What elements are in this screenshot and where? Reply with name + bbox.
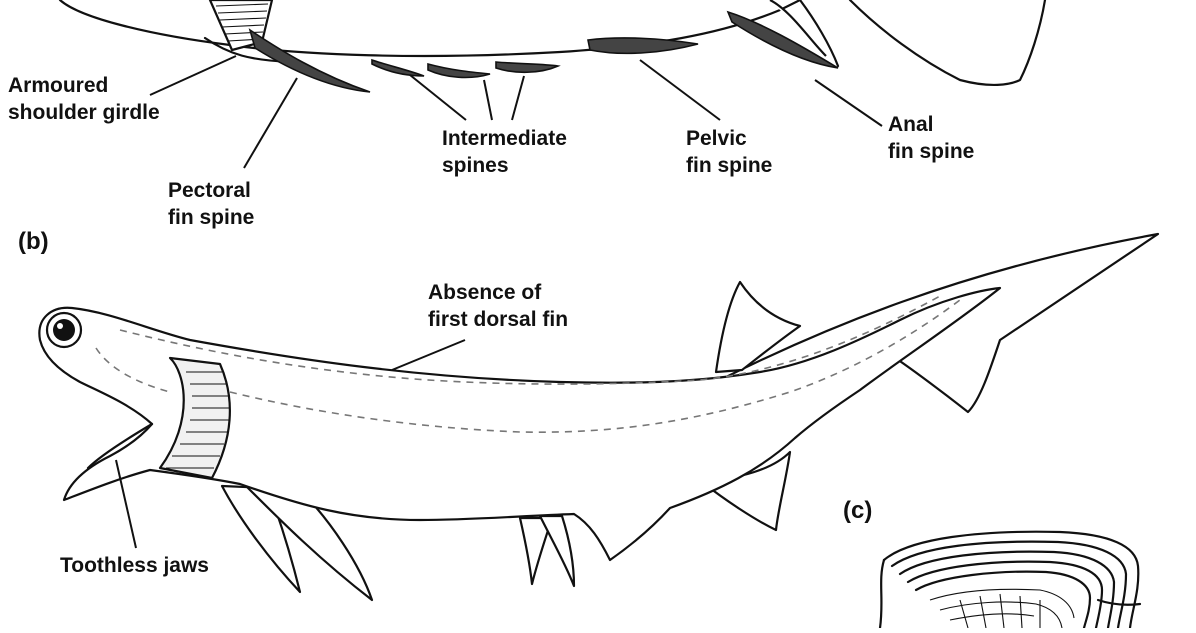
fish-a-anal-spine: [726, 10, 839, 69]
fish-b-gill-region: [158, 356, 231, 480]
fish-b-head-line: [95, 347, 171, 393]
label-toothless-jaws: Toothless jaws: [60, 554, 209, 577]
scale-c-inner-texture: [929, 588, 1075, 629]
scale-c-spur: [1096, 598, 1142, 606]
label-pectoral-line1: Pectoral: [168, 179, 251, 202]
label-pelvic-line1: Pelvic: [686, 127, 747, 150]
fish-b-dorsal-fin: [714, 280, 802, 374]
scale-c-illustration: [878, 530, 1142, 630]
label-dorsal-line2: first dorsal fin: [428, 308, 568, 331]
label-anal-line2: fin spine: [888, 140, 974, 163]
panel-c-label: (c): [843, 497, 872, 524]
fish-b-lateral-line-lower: [229, 299, 961, 433]
fish-a-pectoral-spine: [248, 28, 371, 93]
label-intermediate-line2: spines: [442, 154, 509, 177]
fish-b-mouth-line: [86, 422, 154, 470]
fish-b-anal-fin: [700, 450, 792, 532]
fish-a-pelvic-spine: [587, 37, 699, 55]
scale-c-ring-2: [890, 540, 1128, 630]
fish-b-illustration: [38, 232, 1160, 602]
fish-b-gill-hatching: [166, 371, 230, 469]
scale-c-ring-1: [882, 530, 1140, 630]
fish-b-eye-pupil: [53, 319, 75, 341]
fish-b-pectoral-fin-2: [244, 484, 374, 602]
fish-a-caudal-fin: [848, 0, 1047, 86]
fish-a-intermediate-spine-1: [371, 58, 425, 77]
label-anal-line1: Anal: [888, 113, 934, 136]
panel-b-label: (b): [18, 228, 49, 255]
fish-a-tail-base: [798, 0, 840, 68]
fish-b-eye-highlight: [57, 323, 63, 329]
fish-a-leader-lines: [149, 55, 883, 169]
fish-b-leader-lines: [115, 339, 466, 549]
fish-a-anal-fin-edge: [769, 0, 827, 57]
label-dorsal-line1: Absence of: [428, 281, 542, 304]
fish-b-body: [38, 286, 1002, 562]
scale-c-ring-4: [906, 560, 1104, 630]
fish-b-lateral-line-upper: [119, 295, 941, 385]
label-pectoral-line2: fin spine: [168, 206, 254, 229]
fish-b-pelvic-fin-2: [538, 514, 576, 588]
scale-c-ring-3: [898, 550, 1116, 630]
label-armoured-line1: Armoured: [8, 74, 108, 97]
scale-c-left-edge: [878, 558, 886, 630]
label-pelvic-line2: fin spine: [686, 154, 772, 177]
fish-a-intermediate-spine-3: [495, 61, 561, 74]
fish-a-body-outline: [58, 0, 802, 58]
scale-c-ring-5: [914, 570, 1092, 630]
fish-a-illustration: [58, 0, 1047, 93]
fish-a-intermediate-spine-2: [427, 62, 491, 79]
label-armoured-line2: shoulder girdle: [8, 101, 160, 124]
label-intermediate-line1: Intermediate: [442, 127, 567, 150]
